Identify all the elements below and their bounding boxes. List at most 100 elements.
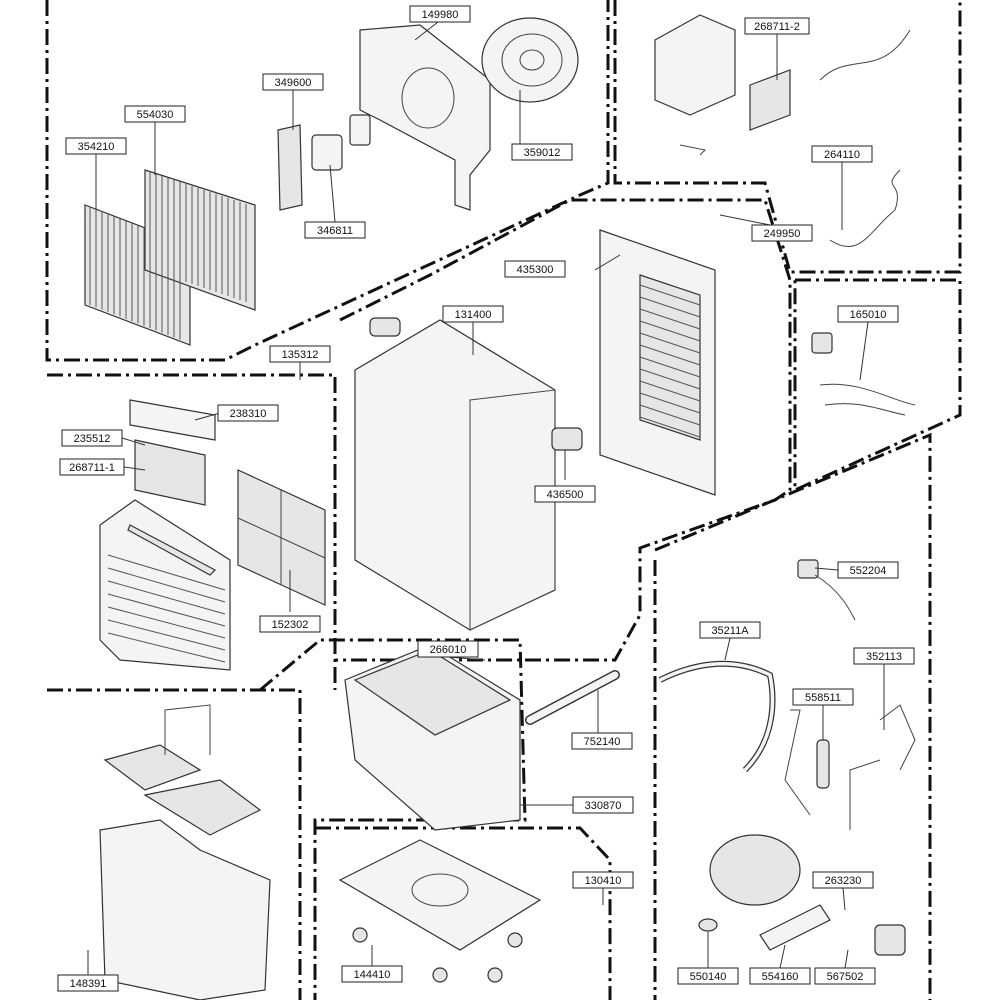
callout-149980: 149980 bbox=[409, 5, 471, 23]
part-label: 558511 bbox=[805, 692, 841, 704]
callout-135312: 135312 bbox=[269, 345, 331, 363]
part-label: 359012 bbox=[524, 147, 561, 159]
part-label: 130410 bbox=[585, 875, 622, 887]
part-label: 144410 bbox=[354, 969, 391, 981]
part-label: 35211A bbox=[711, 625, 749, 637]
callout-238310: 238310 bbox=[217, 404, 279, 422]
compressor-drawing bbox=[698, 834, 906, 956]
callout-235512: 235512 bbox=[61, 429, 123, 447]
hatch-line bbox=[639, 284, 701, 306]
condenser-drawing bbox=[84, 169, 256, 346]
callout-435300: 435300 bbox=[504, 260, 566, 278]
hatch-line bbox=[639, 416, 701, 438]
callout-554160: 554160 bbox=[749, 967, 811, 985]
hatch-line bbox=[639, 296, 701, 318]
callout-554030: 554030 bbox=[124, 105, 186, 123]
callout-752140: 752140 bbox=[571, 732, 633, 750]
hatch-line bbox=[107, 593, 226, 627]
callout-130410: 130410 bbox=[572, 871, 634, 889]
cabinet-drawing bbox=[354, 317, 583, 631]
part-label: 435300 bbox=[517, 264, 554, 276]
part-label: 567502 bbox=[827, 971, 864, 983]
callout-148391: 148391 bbox=[57, 974, 119, 992]
callout-567502: 567502 bbox=[814, 967, 876, 985]
filter-drawing bbox=[237, 469, 326, 606]
callout-268711-1: 268711-1 bbox=[59, 458, 125, 476]
hatch-line bbox=[639, 380, 701, 402]
part-label: 752140 bbox=[584, 736, 621, 748]
callout-550140: 550140 bbox=[677, 967, 739, 985]
part-label: 268711-2 bbox=[754, 21, 800, 33]
hatch-line bbox=[639, 332, 701, 354]
front-panel-drawing bbox=[99, 499, 231, 671]
callout-330870: 330870 bbox=[572, 796, 634, 814]
callout-268711-2: 268711-2 bbox=[744, 17, 810, 35]
water-bucket-drawing bbox=[99, 704, 271, 1000]
callout-354210: 354210 bbox=[65, 137, 127, 155]
callout-165010: 165010 bbox=[837, 305, 899, 323]
callout-349600: 349600 bbox=[262, 73, 324, 91]
back-panel-drawing bbox=[599, 229, 716, 496]
part-label: 354210 bbox=[78, 141, 115, 153]
callout-264110: 264110 bbox=[811, 145, 873, 163]
part-label: 554030 bbox=[137, 109, 174, 121]
hatch-line bbox=[107, 567, 226, 603]
part-label: 149980 bbox=[422, 9, 459, 21]
hatch-line bbox=[639, 344, 701, 366]
part-label: 165010 bbox=[850, 309, 887, 321]
part-label: 436500 bbox=[547, 489, 584, 501]
sensor-drawing bbox=[797, 559, 856, 621]
part-label: 552204 bbox=[850, 565, 887, 577]
callout-266010: 266010 bbox=[417, 640, 479, 658]
hatch-line bbox=[639, 404, 701, 426]
refrigerant-tubes-drawing bbox=[658, 660, 916, 830]
hatch-line bbox=[107, 606, 226, 639]
drain-hose-drawing bbox=[525, 670, 620, 725]
callout-352113: 352113 bbox=[853, 647, 915, 665]
fan-drawing bbox=[481, 17, 579, 103]
chassis-drawing bbox=[338, 839, 542, 983]
part-label: 263230 bbox=[825, 875, 862, 887]
part-label: 238310 bbox=[230, 408, 267, 420]
part-label: 235512 bbox=[74, 433, 111, 445]
base-assembly-drawing bbox=[344, 644, 521, 831]
leader-lines bbox=[87, 21, 885, 975]
fan-shroud-drawing bbox=[359, 24, 491, 211]
callout-263230: 263230 bbox=[812, 871, 874, 889]
electrical-box-drawing bbox=[654, 14, 911, 247]
part-label: 266010 bbox=[430, 644, 467, 656]
part-drawings bbox=[84, 14, 916, 1000]
callout-346811: 346811 bbox=[304, 221, 366, 239]
hatch-line bbox=[639, 368, 701, 390]
part-labels: 354210 554030 349600 149980 359012 34681… bbox=[57, 5, 915, 992]
part-label: 268711-1 bbox=[69, 462, 115, 474]
hatch-line bbox=[639, 392, 701, 414]
callout-152302: 152302 bbox=[259, 615, 321, 633]
callout-35211A: 35211A bbox=[699, 621, 761, 639]
hatch-line bbox=[639, 308, 701, 330]
callout-144410: 144410 bbox=[341, 965, 403, 983]
callout-558511: 558511 bbox=[792, 688, 854, 706]
hatch-line bbox=[639, 356, 701, 378]
part-label: 131400 bbox=[455, 309, 492, 321]
part-label: 352113 bbox=[866, 651, 902, 663]
callout-552204: 552204 bbox=[837, 561, 899, 579]
hatch-line bbox=[107, 632, 226, 663]
callout-436500: 436500 bbox=[534, 485, 596, 503]
part-label: 330870 bbox=[585, 800, 622, 812]
part-label: 346811 bbox=[317, 225, 353, 237]
hatch-line bbox=[107, 580, 226, 615]
part-label: 550140 bbox=[690, 971, 727, 983]
callout-359012: 359012 bbox=[511, 143, 573, 161]
part-label: 135312 bbox=[282, 349, 319, 361]
part-label: 249950 bbox=[764, 228, 801, 240]
hatch-line bbox=[107, 554, 226, 591]
display-drawing bbox=[129, 399, 216, 506]
part-label: 349600 bbox=[275, 77, 312, 89]
hatch-line bbox=[639, 320, 701, 342]
part-label: 148391 bbox=[70, 978, 107, 990]
power-cord-drawing bbox=[811, 332, 916, 416]
part-label: 152302 bbox=[272, 619, 309, 631]
callout-249950: 249950 bbox=[751, 224, 813, 242]
